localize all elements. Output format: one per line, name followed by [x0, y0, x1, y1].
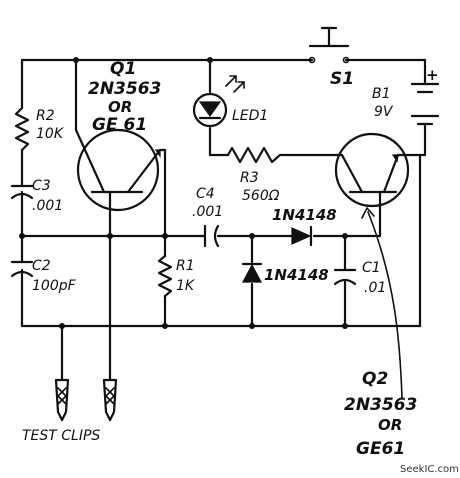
test-clip-left [54, 378, 70, 422]
battery-b1 [410, 82, 440, 126]
capacitor-c1 [333, 268, 357, 286]
c1-label: C1 [362, 260, 381, 276]
wires [20, 58, 427, 399]
q1-ref: Q1 [110, 59, 136, 79]
resistor-r2 [14, 106, 30, 152]
capacitor-c4 [203, 224, 220, 248]
q1-part: 2N3563 [88, 79, 161, 99]
diode-shunt [241, 262, 263, 283]
capacitor-c2 [10, 260, 34, 290]
r1-value: 1K [176, 278, 196, 294]
c3-label: C3 [32, 178, 51, 194]
c4-value: .001 [192, 204, 223, 220]
diode-series-label: 1N4148 [272, 206, 337, 224]
r3-label: R3 [240, 170, 259, 186]
resistor-r1 [157, 254, 173, 298]
r2-label: R2 [36, 108, 55, 124]
q2-or: OR [378, 416, 402, 434]
transistor-q2 [334, 132, 410, 210]
s1-label: S1 [330, 69, 354, 89]
q2-ref: Q2 [362, 369, 388, 389]
test-clips-label: TEST CLIPS [22, 428, 100, 444]
led1-label: LED1 [232, 108, 268, 124]
battery-plus-sign: + [426, 66, 439, 84]
watermark: SeekIC.com [400, 464, 459, 475]
b1-label: B1 [372, 86, 391, 102]
r1-label: R1 [176, 258, 195, 274]
junction-dots [19, 57, 348, 329]
q1-alt: GE 61 [92, 115, 147, 135]
switch-s1 [308, 26, 350, 64]
r3-value: 560Ω [242, 188, 280, 204]
q1-or: OR [108, 98, 132, 116]
r2-value: 10K [36, 126, 65, 142]
c4-label: C4 [196, 186, 215, 202]
b1-value: 9V [374, 104, 394, 120]
q2-part: 2N3563 [344, 395, 417, 415]
diode-shunt-label: 1N4148 [264, 266, 329, 284]
led1 [192, 75, 245, 128]
c3-value: .001 [32, 198, 63, 214]
transistor-q1 [74, 128, 162, 212]
q2-alt: GE61 [356, 439, 405, 459]
c1-value: .01 [364, 280, 386, 296]
c2-label: C2 [32, 258, 51, 274]
diode-series [291, 225, 313, 247]
capacitor-c3 [10, 184, 34, 216]
c2-value: 100pF [32, 278, 77, 294]
test-clip-right [102, 378, 118, 422]
resistor-r3 [226, 146, 282, 164]
